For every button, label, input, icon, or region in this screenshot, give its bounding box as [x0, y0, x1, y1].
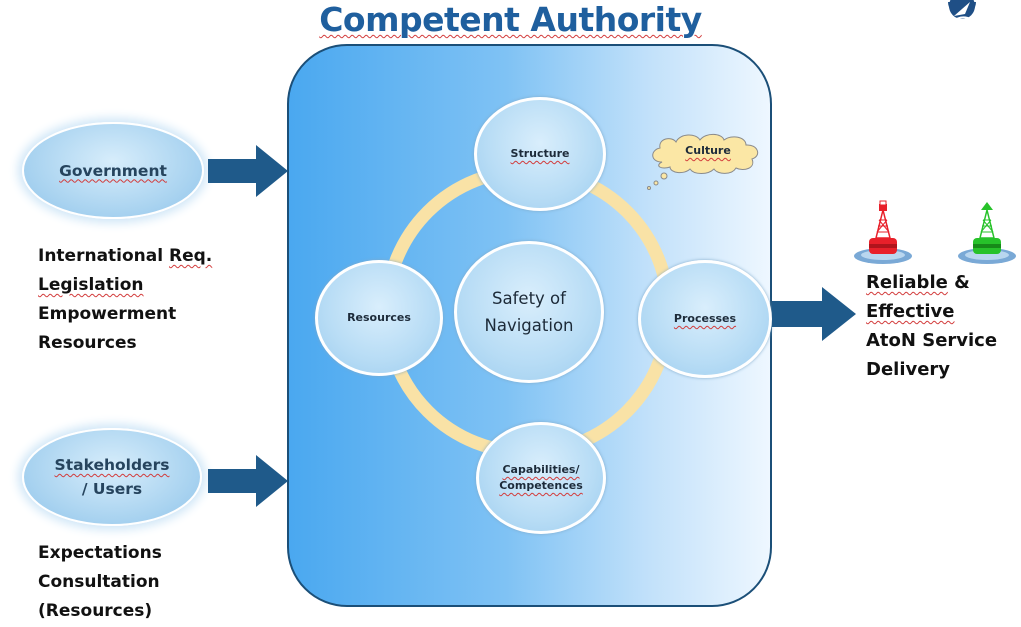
node-capabilities-label-2: Competences — [499, 479, 583, 492]
stakeholders-input-item: Consultation — [38, 572, 160, 592]
red-buoy-icon — [854, 200, 912, 264]
compass-needle-logo-icon — [948, 0, 976, 23]
output-line: Effective — [866, 301, 955, 322]
output-text: Reliable & Effective AtoN Service Delive… — [866, 268, 1021, 384]
government-input-item: Resources — [38, 333, 137, 353]
output-line: Reliable & — [866, 272, 970, 293]
stakeholders-input-item: Expectations — [38, 543, 162, 563]
government-arrow-icon — [208, 145, 288, 197]
stakeholders-input-item: (Resources) — [38, 601, 153, 621]
output-arrow-icon — [772, 287, 856, 341]
stakeholders-inputs-list: Expectations Consultation (Resources) — [38, 539, 278, 626]
stakeholders-label-1: Stakeholders — [54, 456, 170, 474]
government-input-item: International Req. — [38, 246, 213, 266]
government-input-item: Empowerment — [38, 304, 177, 324]
output-line: AtoN Service — [866, 330, 998, 351]
center-label-line2: Navigation — [484, 316, 574, 335]
node-resources-label: Resources — [347, 311, 411, 324]
node-resources: Resources — [315, 260, 443, 376]
node-safety-of-navigation: Safety of Navigation — [454, 241, 604, 383]
culture-thought-cloud — [647, 133, 759, 190]
node-processes-label: Processes — [673, 312, 737, 325]
center-label-line1: Safety of — [492, 289, 566, 308]
node-processes: Processes — [638, 260, 772, 378]
node-capabilities-label-1: Capabilities/ — [502, 463, 580, 476]
culture-label: Culture — [685, 144, 731, 157]
stakeholders-label-2: / Users — [81, 480, 143, 498]
node-structure-label: Structure — [510, 147, 570, 160]
government-ellipse: Government — [22, 122, 204, 219]
node-structure: Structure — [474, 97, 606, 211]
node-capabilities: Capabilities/ Competences — [476, 422, 606, 534]
government-input-item: Legislation — [38, 275, 144, 295]
green-buoy-icon — [958, 202, 1016, 264]
page-title: Competent Authority — [319, 0, 702, 39]
government-label: Government — [59, 161, 167, 180]
output-line: Delivery — [866, 359, 951, 380]
stakeholders-ellipse: Stakeholders / Users — [22, 428, 202, 526]
government-inputs-list: International Req. Legislation Empowerme… — [38, 242, 278, 358]
stakeholders-arrow-icon — [208, 455, 288, 507]
